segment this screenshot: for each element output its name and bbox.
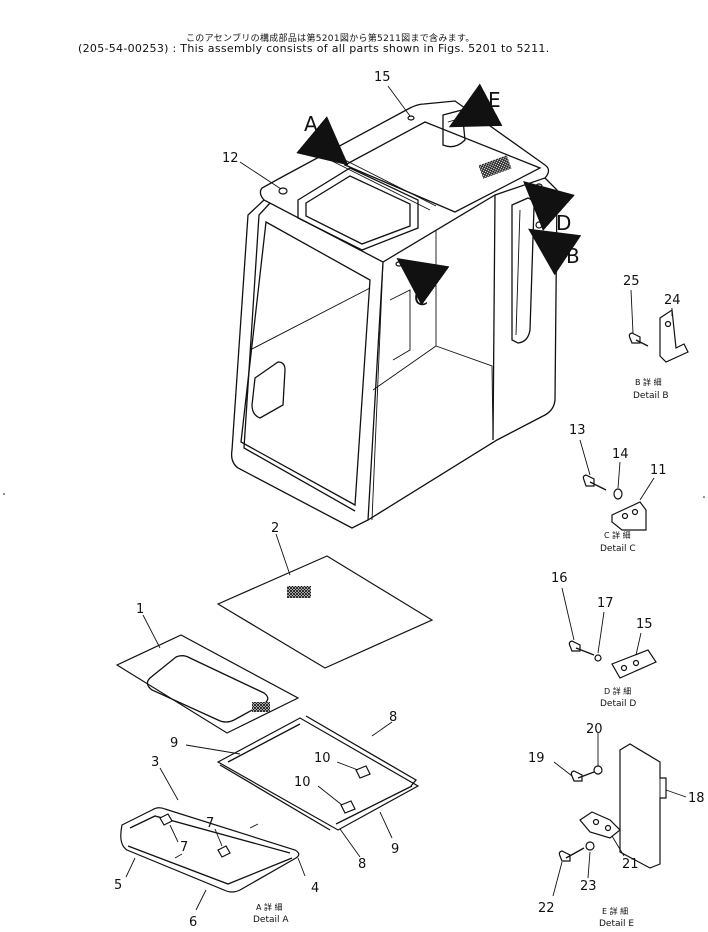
callout-20: 20 [586, 722, 603, 737]
caption-a-jp: A 詳 細 [256, 902, 283, 912]
detail-a-left-frame [120, 807, 300, 893]
marker-d: D [556, 211, 571, 235]
marker-e: E [488, 88, 501, 112]
callout-12: 12 [222, 151, 239, 166]
callout-4: 4 [311, 881, 319, 896]
caption-e-en: Detail E [599, 919, 634, 929]
callout-7-center: 7 [206, 816, 214, 831]
japanese-header-note: このアセンブリの構成部品は第5201図から第5211図まで含みます。 [186, 34, 475, 44]
caption-b-jp: B 詳 細 [635, 377, 662, 387]
marker-a: A [304, 112, 318, 136]
callout-22: 22 [538, 901, 555, 916]
detail-arrows [296, 83, 582, 306]
callout-18: 18 [688, 791, 705, 806]
callout-15: 15 [374, 70, 391, 85]
roof-panel-2 [216, 555, 434, 669]
callout-10-upper: 10 [314, 751, 331, 766]
detail-d-parts [568, 640, 657, 679]
callout-25: 25 [623, 274, 640, 289]
callout-13: 13 [569, 423, 586, 438]
callout-23: 23 [580, 879, 597, 894]
callout-7-left: 7 [180, 840, 188, 855]
caption-d-en: Detail D [600, 699, 636, 709]
cab-frame [230, 100, 558, 529]
callout-17: 17 [597, 596, 614, 611]
callout-21: 21 [622, 857, 639, 872]
caption-e-jp: E 詳 細 [602, 906, 628, 916]
callout-14: 14 [612, 447, 629, 462]
caption-a-en: Detail A [253, 915, 289, 925]
caption-c-jp: C 詳 細 [604, 530, 631, 540]
callout-8-upper: 8 [389, 710, 397, 725]
callout-19: 19 [528, 751, 545, 766]
detail-b-bracket [628, 308, 689, 363]
callout-9-lower: 9 [391, 842, 399, 857]
roof-window-panel-1 [115, 634, 300, 734]
marker-b: B [566, 244, 580, 268]
caption-b-en: Detail B [633, 391, 669, 401]
callout-9-upper: 9 [170, 736, 178, 751]
detail-e-parts [558, 743, 667, 869]
callout-8-lower: 8 [358, 857, 366, 872]
callout-3: 3 [151, 755, 159, 770]
marker-c: C [414, 286, 428, 310]
callout-11: 11 [650, 463, 667, 478]
callout-15-detail-d: 15 [636, 617, 653, 632]
detail-c-parts [582, 474, 647, 531]
english-header-note: (205-54-00253) : This assembly consists … [78, 42, 550, 55]
callout-16: 16 [551, 571, 568, 586]
callout-6: 6 [189, 915, 197, 930]
callout-24: 24 [664, 293, 681, 308]
callout-1: 1 [136, 602, 144, 617]
detail-a-right-frame [216, 715, 420, 831]
callout-10-lower: 10 [294, 775, 311, 790]
callout-5: 5 [114, 878, 122, 893]
caption-c-en: Detail C [600, 544, 636, 554]
callout-2: 2 [271, 521, 279, 536]
caption-d-jp: D 詳 細 [604, 686, 631, 696]
